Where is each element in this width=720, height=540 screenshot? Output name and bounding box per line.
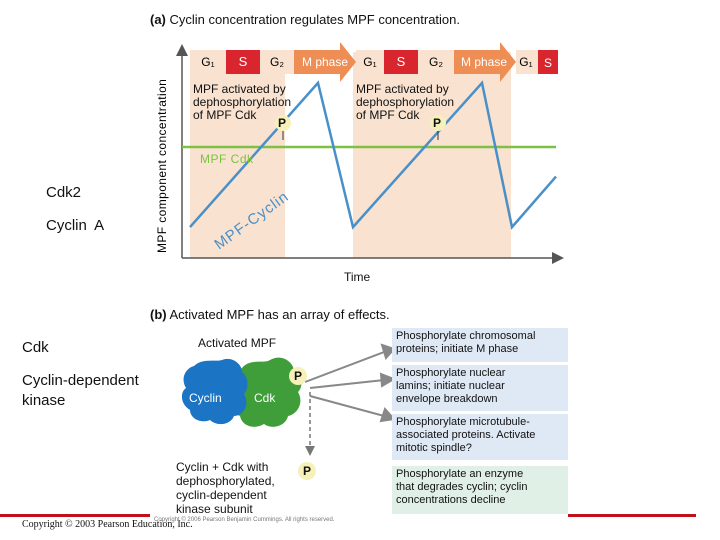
- annotation-1-p: P: [278, 116, 287, 130]
- phase-g1-b: [356, 50, 384, 74]
- phase-label-3: G₂: [270, 55, 284, 69]
- annotation-1-line1: MPF activated by: [193, 82, 286, 96]
- effect-1-line1: Phosphorylate chromosomal: [396, 330, 536, 342]
- effect-2-line3: envelope breakdown: [396, 393, 498, 405]
- effect-box-microtubule: Phosphorylate microtubule- associated pr…: [392, 414, 568, 460]
- annotation-2-p-circle: [430, 115, 446, 131]
- phase-label-9: G₁: [519, 55, 532, 69]
- annotation-2-p: P: [433, 116, 442, 130]
- cell-cycle-graph: G₁ S G₂ M phase G₁ S G₂ M phase G₁ S MPF…: [155, 42, 564, 264]
- cdk2-label: Cdk2: [46, 184, 82, 201]
- annotation-1: MPF activated by dephosphorylation of MP…: [193, 83, 291, 122]
- inactive-line2: dephosphorylated,: [176, 474, 275, 488]
- phase-g1-a: [190, 50, 226, 74]
- annotation-2: MPF activated by dephosphorylation of MP…: [356, 83, 454, 122]
- cyclin-blob: [181, 358, 248, 425]
- annotation-2-line3: of MPF Cdk: [356, 108, 420, 122]
- cyclin-a-label: Cyclin A: [46, 217, 105, 234]
- phase-label-1: G₁: [201, 55, 214, 69]
- phase-label-2: S: [239, 54, 248, 69]
- annotation-1-p-circle: [275, 115, 291, 131]
- inactive-line1: Cyclin + Cdk with: [176, 460, 269, 474]
- cdk-full-name-line2: kinase: [22, 392, 66, 409]
- phase-g2-a: [260, 50, 294, 74]
- annotation-1-line2: dephosphorylation: [193, 95, 292, 109]
- degradation-arrowhead: [305, 446, 315, 456]
- y-axis-label: MPF component concentration: [155, 79, 169, 253]
- inactive-p-badge: [298, 462, 316, 480]
- phase-label-5: G₁: [363, 55, 376, 69]
- phase-bar: [190, 42, 558, 82]
- phase-label-10: S: [544, 56, 552, 70]
- effect-4-line3: concentrations decline: [396, 494, 506, 506]
- panel-b-title-text: Activated MPF has an array of effects.: [169, 307, 390, 322]
- x-axis-arrowhead: [552, 252, 564, 264]
- phase-label-8: M phase: [461, 55, 507, 69]
- effect-3-line2: associated proteins. Activate: [396, 429, 536, 441]
- phase-m-arrow-b: [454, 42, 516, 82]
- inactive-p-label: P: [303, 464, 312, 478]
- activated-mpf-label: Activated MPF: [198, 336, 277, 350]
- mpf-p-label: P: [294, 369, 303, 383]
- phase-s-b: [384, 50, 418, 74]
- blob-cdk-label: Cdk: [254, 391, 276, 405]
- effect-1-line2: proteins; initiate M phase: [396, 343, 519, 355]
- phase-s-a: [226, 50, 260, 74]
- effect-3-line1: Phosphorylate microtubule-: [396, 416, 530, 428]
- accent-line-left: [0, 514, 150, 517]
- effect-4-line1: Phosphorylate an enzyme: [396, 468, 524, 480]
- effect-box-lamins: Phosphorylate nuclear lamins; initiate n…: [392, 365, 568, 411]
- cdk-full-name: Cyclin-dependent kinase: [22, 371, 139, 411]
- inactive-mpf-description: Cyclin + Cdk with dephosphorylated, cycl…: [176, 460, 275, 516]
- x-axis-label: Time: [344, 270, 371, 284]
- accent-line-right: [568, 514, 696, 517]
- annotation-2-line1: MPF activated by: [356, 82, 449, 96]
- blob-cyclin-label: Cyclin: [189, 391, 222, 405]
- panel-a-title-text: Cyclin concentration regulates MPF conce…: [169, 12, 460, 27]
- annotation-2-line2: dephosphorylation: [356, 95, 455, 109]
- y-axis-arrowhead: [176, 44, 188, 56]
- panel-a-letter: (a): [150, 12, 166, 27]
- phase-label-4: M phase: [302, 55, 348, 69]
- mpf-complex-illustration: [181, 343, 397, 456]
- phase-s-c: [538, 50, 558, 74]
- effect-4-line2: that degrades cyclin; cyclin: [396, 481, 528, 493]
- cdk-blob: [231, 357, 302, 427]
- phase-band-2: [353, 52, 511, 258]
- phase-g2-b: [418, 50, 454, 74]
- inactive-line4: kinase subunit: [176, 502, 253, 516]
- effect-box-chromosomal: Phosphorylate chromosomal proteins; init…: [392, 328, 568, 362]
- phase-label-6: S: [397, 54, 406, 69]
- phase-g1-c: [516, 50, 538, 74]
- cdk-line-label: MPF Cdk: [200, 152, 254, 166]
- panel-b-letter: (b): [150, 307, 167, 322]
- effect-arrows: [304, 343, 397, 423]
- cdk-label: Cdk: [22, 339, 49, 356]
- effect-2-line1: Phosphorylate nuclear: [396, 367, 506, 379]
- effect-3-line3: mitotic spindle?: [396, 442, 472, 454]
- inactive-line3: cyclin-dependent: [176, 488, 267, 502]
- copyright-fine-print: Copyright © 2006 Pearson Benjamin Cummin…: [154, 517, 335, 523]
- mpf-p-circle: [289, 367, 307, 385]
- effect-box-cyclin-degradation: Phosphorylate an enzyme that degrades cy…: [392, 466, 568, 514]
- phase-label-7: G₂: [429, 55, 443, 69]
- panel-a-title: (a) Cyclin concentration regulates MPF c…: [150, 12, 460, 27]
- annotation-1-line3: of MPF Cdk: [193, 108, 257, 122]
- panel-b-title: (b) Activated MPF has an array of effect…: [150, 307, 390, 322]
- copyright-notice: Copyright © 2003 Pearson Education, Inc.: [22, 519, 193, 530]
- cdk-full-name-line1: Cyclin-dependent: [22, 372, 139, 389]
- cyclin-concentration-line: [189, 80, 557, 230]
- effect-2-line2: lamins; initiate nuclear: [396, 380, 505, 392]
- phase-band-1: [190, 52, 285, 258]
- phase-m-arrow-a: [294, 42, 356, 82]
